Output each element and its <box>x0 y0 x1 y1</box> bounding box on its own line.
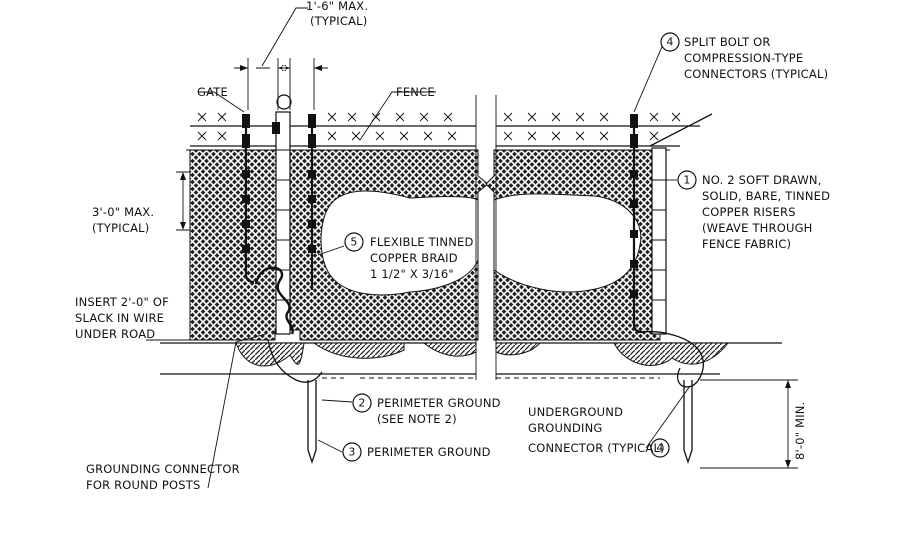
svg-text:UNDER ROAD: UNDER ROAD <box>75 327 155 341</box>
callout-connectors: 4 <box>660 32 680 52</box>
svg-text:SPLIT BOLT OR: SPLIT BOLT OR <box>684 35 771 49</box>
dimension-height <box>176 171 190 231</box>
svg-text:4: 4 <box>666 36 673 49</box>
ground-line <box>160 342 782 375</box>
label-slack: INSERT 2'-0" OF SLACK IN WIRE UNDER ROAD <box>75 295 169 341</box>
svg-text:(SEE NOTE 2): (SEE NOTE 2) <box>377 412 457 426</box>
callout-perimeter-note: 2 <box>352 393 372 413</box>
svg-text:FENCE FABRIC): FENCE FABRIC) <box>702 237 791 251</box>
leader-lines <box>146 41 691 489</box>
corner-post <box>651 147 667 335</box>
dimension-depth <box>700 379 798 469</box>
label-risers: NO. 2 SOFT DRAWN, SOLID, BARE, TINNED CO… <box>702 173 830 251</box>
svg-text:4: 4 <box>656 442 663 455</box>
label-underground: UNDERGROUND GROUNDING CONNECTOR (TYPICAL… <box>528 405 665 455</box>
svg-text:INSERT 2'-0" OF: INSERT 2'-0" OF <box>75 295 169 309</box>
label-connectors: SPLIT BOLT OR COMPRESSION-TYPE CONNECTOR… <box>684 35 828 81</box>
callout-braid: 5 <box>344 232 364 252</box>
label-braid: FLEXIBLE TINNED COPPER BRAID 1 1/2" X 3/… <box>370 235 474 281</box>
label-round-posts: GROUNDING CONNECTOR FOR ROUND POSTS <box>86 462 240 492</box>
svg-text:FOR ROUND POSTS: FOR ROUND POSTS <box>86 478 201 492</box>
svg-text:(WEAVE THROUGH: (WEAVE THROUGH <box>702 221 813 235</box>
label-gate: GATE <box>197 85 228 99</box>
svg-text:COPPER BRAID: COPPER BRAID <box>370 251 458 265</box>
label-height: 3'-0" MAX. (TYPICAL) <box>92 205 154 235</box>
svg-text:1 1/2" X 3/16": 1 1/2" X 3/16" <box>370 267 454 281</box>
svg-text:3'-0" MAX.: 3'-0" MAX. <box>92 205 154 219</box>
dimension-spacing <box>234 7 328 110</box>
svg-text:COMPRESSION-TYPE: COMPRESSION-TYPE <box>684 51 803 65</box>
svg-text:(TYPICAL): (TYPICAL) <box>310 14 367 28</box>
svg-text:1: 1 <box>683 174 690 187</box>
label-depth: 8'-0" MIN. <box>793 402 807 460</box>
svg-text:2: 2 <box>358 397 365 410</box>
svg-text:FLEXIBLE TINNED: FLEXIBLE TINNED <box>370 235 474 249</box>
fence-fabric <box>189 95 661 380</box>
callout-perimeter-ground: 3 <box>342 442 362 462</box>
callout-risers: 1 <box>677 170 697 190</box>
svg-text:COPPER RISERS: COPPER RISERS <box>702 205 796 219</box>
svg-text:3: 3 <box>348 446 355 459</box>
ground-conductor <box>267 330 704 465</box>
label-perimeter-note: PERIMETER GROUND (SEE NOTE 2) <box>377 396 501 426</box>
svg-text:PERIMETER GROUND: PERIMETER GROUND <box>377 396 501 410</box>
label-perimeter-ground: PERIMETER GROUND <box>367 445 491 459</box>
label-spacing: 1'-6" MAX. (TYPICAL) <box>306 0 368 28</box>
svg-text:1'-6" MAX.: 1'-6" MAX. <box>306 0 368 13</box>
svg-text:GROUNDING CONNECTOR: GROUNDING CONNECTOR <box>86 462 240 476</box>
svg-text:UNDERGROUND: UNDERGROUND <box>528 405 623 419</box>
svg-text:(TYPICAL): (TYPICAL) <box>92 221 149 235</box>
copper-risers <box>242 114 643 335</box>
label-fence: FENCE <box>396 85 435 99</box>
svg-text:5: 5 <box>350 236 357 249</box>
svg-text:GROUNDING: GROUNDING <box>528 421 603 435</box>
svg-text:CONNECTORS (TYPICAL): CONNECTORS (TYPICAL) <box>684 67 828 81</box>
svg-text:SOLID, BARE, TINNED: SOLID, BARE, TINNED <box>702 189 830 203</box>
svg-text:CONNECTOR (TYPICAL): CONNECTOR (TYPICAL) <box>528 441 665 455</box>
barbed-wire <box>186 112 713 151</box>
callout-underground: 4 <box>650 438 670 458</box>
gate-post <box>275 94 292 335</box>
svg-text:NO. 2 SOFT DRAWN,: NO. 2 SOFT DRAWN, <box>702 173 822 187</box>
svg-text:SLACK IN WIRE: SLACK IN WIRE <box>75 311 164 325</box>
